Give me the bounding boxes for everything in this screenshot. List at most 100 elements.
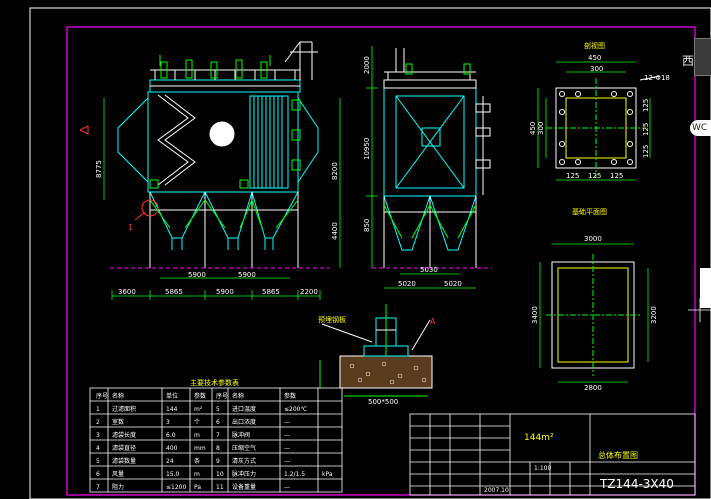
table-cell: Pa <box>194 484 201 491</box>
drawing-outer-frame <box>29 7 711 499</box>
side-dim-vert-1: 10950 <box>363 138 371 160</box>
table-title: 主要技术参数表 <box>190 378 239 387</box>
table-cell: 24 <box>166 458 174 465</box>
table-cell: 条 <box>194 457 200 465</box>
table-cell: 过滤面积 <box>112 405 136 413</box>
table-cell: m² <box>194 406 203 413</box>
table-cell: 2 <box>96 419 100 426</box>
table-cell: 压缩空气 <box>232 444 256 452</box>
table-cell: 阻力 <box>112 483 124 491</box>
front-elevation-view <box>79 41 330 269</box>
found-dim-top: 3000 <box>584 235 602 243</box>
table-cell: 400 <box>166 445 178 452</box>
dim-hopper-1: 5900 <box>238 271 256 279</box>
side-panel-tab[interactable] <box>694 38 711 76</box>
drawing-title: TZ144-3X40 <box>599 477 674 491</box>
plate-dim-right-1: 125 <box>642 123 650 136</box>
table-cell: 3 <box>166 419 170 426</box>
side-dim-bottom-1: 5020 <box>444 280 462 288</box>
table-cell-unit: kPa <box>322 471 333 478</box>
table-cell: 设备重量 <box>232 483 256 491</box>
table-header-cell: 名称 <box>232 392 244 400</box>
table-cell: 5 <box>216 406 220 413</box>
dim-vert-0: 8775 <box>95 160 103 178</box>
front-view-dimensions <box>103 98 341 300</box>
table-cell: 风量 <box>112 471 124 478</box>
table-header-cell: 单位 <box>166 392 178 400</box>
table-cell: 15.0 <box>166 471 180 478</box>
side-overlay-char: 西 <box>682 54 695 68</box>
table-cell: 7 <box>96 484 100 491</box>
side-dim-vert-2: 850 <box>363 219 371 232</box>
detail-label-1: 1 <box>128 223 133 232</box>
side-dim-bottom-0: 5020 <box>398 280 416 288</box>
anchor-plate-plan <box>537 61 661 181</box>
table-cell: — <box>284 432 290 439</box>
dim-bottom-3: 5865 <box>262 288 280 296</box>
found-dim-bottom: 2800 <box>584 384 602 392</box>
table-cell: 4 <box>96 445 100 452</box>
table-header-cell: 名称 <box>112 392 124 400</box>
caption-badge[interactable]: WC <box>690 120 711 136</box>
dim-bottom-1: 5865 <box>165 288 183 296</box>
plate-dim-bottom-0: 125 <box>566 172 579 180</box>
table-cell: 6 <box>216 419 220 426</box>
table-cell: 脉冲压力 <box>232 470 256 478</box>
table-cell: 1 <box>96 406 100 413</box>
table-cell: 滤袋直径 <box>112 444 136 452</box>
foundation-plan <box>539 243 649 383</box>
plate-dim-right-0: 125 <box>642 99 650 112</box>
table-header-cell: 序号 <box>216 392 228 400</box>
title-block <box>409 413 696 496</box>
side-dim-vert-0: 2000 <box>363 56 371 74</box>
table-cell: 清灰方式 <box>232 457 256 465</box>
dim-hopper-0: 5900 <box>188 271 206 279</box>
scroll-handle[interactable] <box>700 268 711 308</box>
anchor-dim-bottom: 500*500 <box>368 398 398 406</box>
drawing-border <box>66 26 696 496</box>
title-block-scale: 1:100 <box>534 465 551 472</box>
table-cell: 144 <box>166 406 178 413</box>
table-cell: mm <box>194 445 206 452</box>
table-cell: 8 <box>216 445 220 452</box>
plate-dim-bottom-2: 125 <box>610 172 623 180</box>
table-cell: 9 <box>216 458 220 465</box>
side-dim-top: 5030 <box>420 266 438 274</box>
section-title-mid-right: 基础平面图 <box>572 207 607 216</box>
table-cell: m <box>194 432 200 439</box>
table-header-cell: 序号 <box>96 392 108 400</box>
table-cell: 5 <box>96 458 100 465</box>
table-cell: 7 <box>216 432 220 439</box>
table-header-cell: 参数 <box>284 392 296 400</box>
table-header-cell: 参数 <box>194 392 206 400</box>
table-cell: 6 <box>96 471 100 478</box>
table-cell: 3 <box>96 432 100 439</box>
plate-dim-top-1: 300 <box>590 65 603 73</box>
table-cell: — <box>284 458 290 465</box>
table-cell: 滤袋数量 <box>112 457 136 465</box>
table-cell: — <box>284 445 290 452</box>
parameter-table <box>89 387 343 493</box>
plate-dim-top-0: 450 <box>588 54 601 62</box>
title-block-name: 总体布置图 <box>598 450 638 460</box>
dim-bottom-4: 2200 <box>300 288 318 296</box>
table-cell: 个 <box>194 419 200 426</box>
side-elevation-view <box>372 48 492 269</box>
detail-label-a: A <box>430 317 436 326</box>
section-title-top-right: 剖视图 <box>584 41 605 50</box>
anchor-detail <box>319 304 433 397</box>
plate-dim-right-2: 125 <box>642 145 650 158</box>
plate-dim-bottom-1: 125 <box>588 172 601 180</box>
title-block-center: 144m² <box>524 433 554 443</box>
table-cell: 出口浓度 <box>232 418 256 426</box>
table-cell: 进口温度 <box>232 405 256 413</box>
table-cell: — <box>284 484 290 491</box>
found-dim-right: 3200 <box>650 306 658 324</box>
dim-vert-2: 4400 <box>331 222 339 240</box>
dim-bottom-0: 3600 <box>118 288 136 296</box>
table-cell: 滤袋长度 <box>112 431 136 439</box>
dim-bottom-2: 5900 <box>216 288 234 296</box>
plate-dim-left-0: 450 <box>529 122 537 135</box>
